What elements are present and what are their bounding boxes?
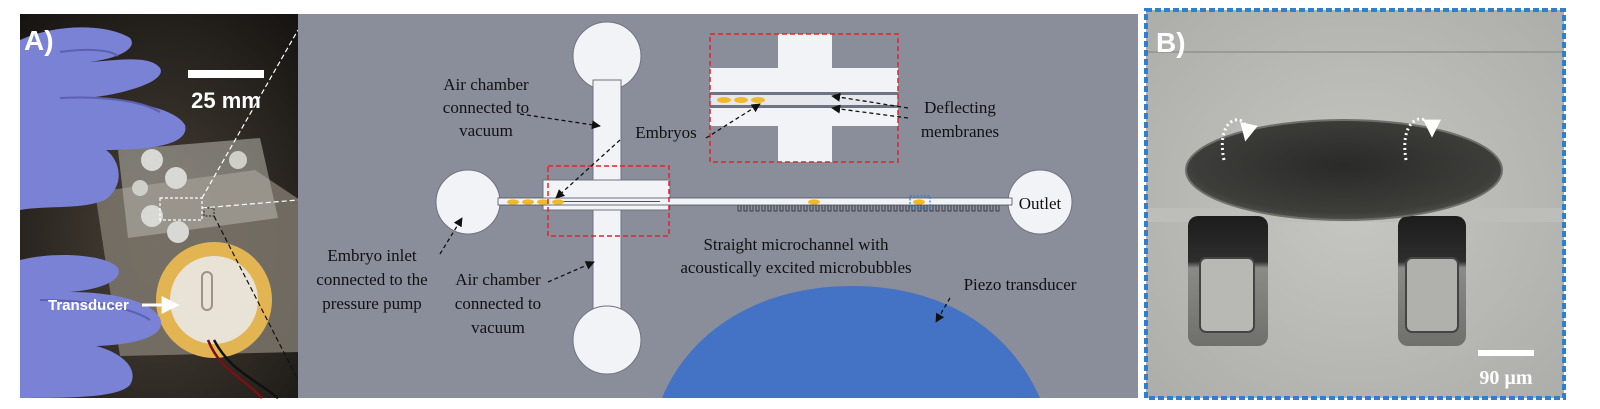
bubble-right [1405,257,1459,333]
schematic-diagram: Air chamber connected to vacuum Embryos … [298,14,1138,398]
chip-port [167,221,189,243]
micro-scale-label: 90 µm [1479,367,1533,389]
glove-fold [39,299,151,321]
panel-a-label: A) [24,25,54,56]
valve-zoom-box [547,165,670,237]
piezo-disk-center [170,256,258,344]
panel-a-photo: 25 mm Transducer A) [20,14,300,399]
label-air-chamber-bottom-3: vacuum [471,318,525,337]
photo-zoom-box [159,197,203,221]
embryo-inlet-port [435,169,501,235]
inset-embryos [717,97,765,103]
piezo-transducer [662,286,1040,398]
photo-scale-bar [188,70,264,78]
label-inlet-1: Embryo inlet [327,246,417,265]
valve-junction [542,179,671,211]
glove-fold [59,96,161,113]
label-air-chamber-bottom-1: Air chamber [455,270,541,289]
zoom-guide-mid [201,199,299,209]
microscope-zoom-box [909,195,931,209]
chip-port [132,180,148,196]
label-piezo: Piezo transducer [964,275,1077,294]
embryo [1185,119,1503,221]
glove-fold [59,48,119,57]
air-chamber-shape [572,21,642,375]
label-embryos: Embryos [635,123,696,142]
label-air-chamber-top-2: connected to [443,98,529,117]
glove-bottom [20,254,162,398]
label-microchannel-2: acoustically excited microbubbles [680,258,911,277]
annotation-arrows [439,92,951,323]
piezo-electrode [201,271,213,311]
zoom-guide-bottom [213,215,299,381]
glove-top [20,27,186,211]
label-inlet-3: pressure pump [322,294,422,313]
valve-inset [709,33,899,163]
chip-port [229,151,247,169]
label-inlet-2: connected to the [316,270,427,289]
label-deflecting-1: Deflecting [924,98,996,117]
bubble-trap-comb [737,205,1000,212]
photo-scale-label: 25 mm [191,88,261,113]
wire-black [212,339,279,399]
photo-transducer-label: Transducer [48,297,129,314]
chip-port [141,205,163,227]
embryos-in-channel [507,199,925,205]
inset-membrane-bottom [710,105,898,108]
chip-port [141,149,163,171]
main-microchannel [497,197,1013,206]
label-air-chamber-bottom-2: connected to [455,294,541,313]
chip-port [165,167,187,189]
micro-scale-bar [1478,350,1534,356]
label-outlet: Outlet [1019,194,1062,213]
inset-membrane-top [710,92,898,95]
wire-red [206,339,263,399]
zoom-guide-top [201,29,299,199]
label-air-chamber-top-3: vacuum [459,121,513,140]
zoom-guides [201,29,299,381]
label-microchannel-1: Straight microchannel with [703,235,889,254]
panel-b-label: B) [1156,27,1186,58]
panel-b-microscopy: 90 µm B) [1144,8,1566,400]
panel-b-frame [1144,8,1566,400]
photo-zoom-box-small [203,207,215,217]
bubble-left [1199,257,1255,333]
label-deflecting-2: membranes [921,122,999,141]
label-air-chamber-top-1: Air chamber [443,75,529,94]
inset-frame [709,33,899,163]
